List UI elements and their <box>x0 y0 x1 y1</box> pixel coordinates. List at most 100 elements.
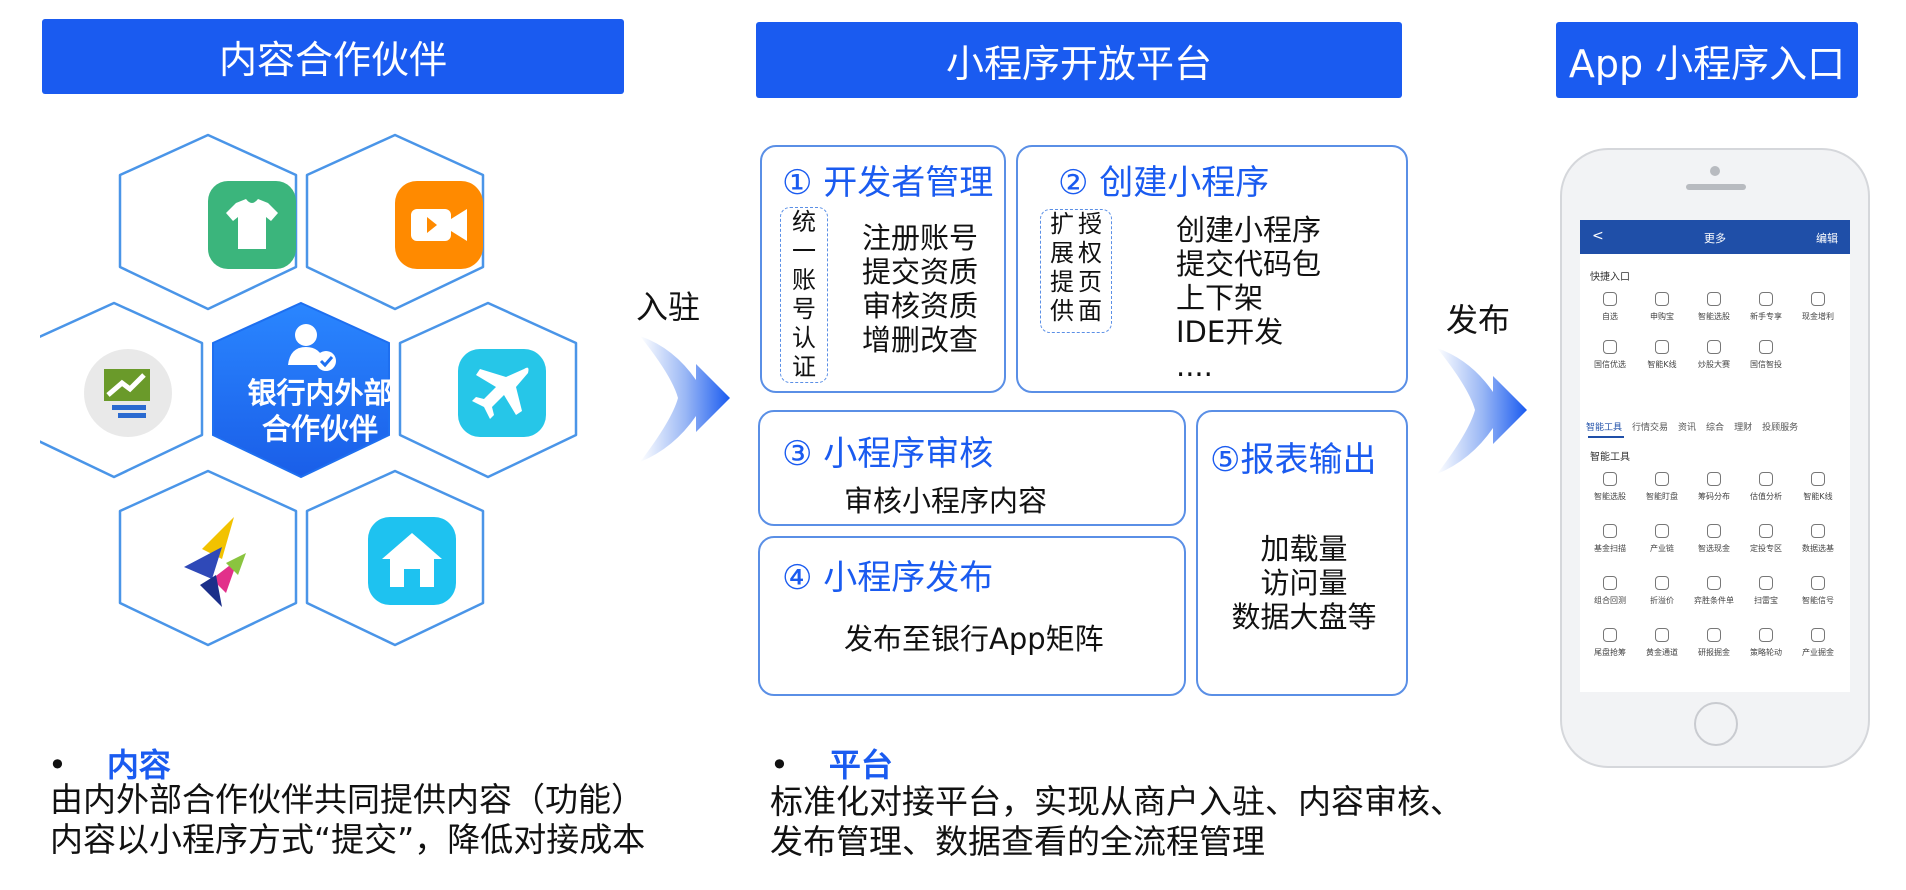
phone-tab[interactable]: 行情交易 <box>1632 423 1669 433</box>
bullet-dot: • <box>770 746 789 784</box>
tool-label: 智能K线 <box>1803 492 1833 501</box>
phone-grid-item[interactable]: 组合回测 <box>1584 576 1636 606</box>
phone-home-button[interactable] <box>1694 702 1738 746</box>
tool-icon <box>1811 576 1825 590</box>
module-create: ② 创建小程序 扩 展 提 供 授 权 页 面 创建小程序 提交代码包 上下架 … <box>1016 145 1408 393</box>
tool-label: 尾盘抢筹 <box>1594 648 1626 657</box>
phone-grid-row: 智能选股 智能盯盘筹码分布估值分析智能K线 <box>1584 472 1846 502</box>
vchar: 权 <box>1078 239 1102 267</box>
tool-label: 组合回测 <box>1594 596 1626 605</box>
phone-grid-item[interactable]: 智能选股 <box>1584 472 1636 502</box>
phone-grid-item[interactable]: 产业掘金 <box>1792 628 1844 658</box>
back-icon[interactable]: < <box>1592 228 1604 244</box>
tool-icon <box>1707 576 1721 590</box>
report-item: 访问量 <box>1260 566 1348 600</box>
tool-label: 申购宝 <box>1650 312 1674 321</box>
tool-icon <box>1811 524 1825 538</box>
bullet-dot: • <box>48 746 67 784</box>
tab-underline <box>1588 436 1624 438</box>
tool-label: 智能K线 <box>1647 360 1677 369</box>
tool-icon <box>1603 292 1617 306</box>
phone-grid-item[interactable]: 智能K线 <box>1636 340 1688 370</box>
vchar: 提 <box>1050 268 1074 296</box>
unified-auth-text: 统 一 账 号 认 证 <box>792 208 816 382</box>
phone-title: 更多 <box>1704 232 1726 245</box>
phone-mockup: < 更多 编辑 快捷入口 自选申购宝智能选股新手专享现金增利国信优选智能K线炒股… <box>1560 148 1870 768</box>
tool-icon <box>1759 628 1773 642</box>
phone-grid-item[interactable]: 智能选股 <box>1688 292 1740 322</box>
phone-grid-item[interactable]: 估值分析 <box>1740 472 1792 502</box>
phone-tab[interactable]: 综合 <box>1706 423 1725 433</box>
tool-label: 自选 <box>1602 312 1618 321</box>
phone-grid-item[interactable]: 扫雷宝 <box>1740 576 1792 606</box>
phone-grid-item[interactable]: 折溢价 <box>1636 576 1688 606</box>
chart-board-icon <box>84 349 172 437</box>
vchar: 账 <box>792 266 816 294</box>
tools-title: 智能工具 <box>1590 452 1630 463</box>
phone-grid-item[interactable]: 国信优选 <box>1584 340 1636 370</box>
phone-grid-item[interactable]: 弈胜条件单 <box>1688 576 1740 606</box>
phone-grid-item[interactable]: 智能K线 <box>1792 472 1844 502</box>
tool-icon <box>1655 524 1669 538</box>
phone-grid-item[interactable]: 基金扫描 <box>1584 524 1636 554</box>
vchar: 供 <box>1050 297 1074 325</box>
phone-grid-item[interactable]: 智选现金 <box>1688 524 1740 554</box>
phone-grid-item[interactable]: 产业链 <box>1636 524 1688 554</box>
module-create-title: ② 创建小程序 <box>1058 163 1270 203</box>
arrow-join-label: 入驻 <box>636 288 701 326</box>
phone-grid-item[interactable]: 策略轮动 <box>1740 628 1792 658</box>
tool-icon <box>1655 576 1669 590</box>
phone-tab[interactable]: 资讯 <box>1678 423 1697 433</box>
phone-grid-item[interactable]: 智能信号 <box>1792 576 1844 606</box>
module-review-text: 审核小程序内容 <box>844 484 1048 518</box>
phone-grid-item[interactable]: 研报掘金 <box>1688 628 1740 658</box>
report-item: 加载量 <box>1260 532 1348 566</box>
tool-icon <box>1655 292 1669 306</box>
vchar: 面 <box>1078 297 1102 325</box>
phone-tab[interactable]: 智能工具 <box>1586 423 1623 433</box>
phone-grid-item[interactable]: 新手专享 <box>1740 292 1792 322</box>
tool-icon <box>1707 340 1721 354</box>
tool-icon <box>1759 340 1773 354</box>
phone-grid-item[interactable]: 国信智投 <box>1740 340 1792 370</box>
platform-paragraph: 标准化对接平台，实现从商户入驻、内容审核、 发布管理、数据查看的全流程管理 <box>770 782 1463 862</box>
module-report-title: ⑤报表输出 <box>1210 440 1377 480</box>
header-app-entry: App 小程序入口 <box>1556 22 1858 98</box>
airplane-icon <box>458 349 546 437</box>
phone-camera <box>1710 166 1720 176</box>
developer-item: 审核资质 <box>862 289 979 323</box>
phone-grid-item[interactable]: 申购宝 <box>1636 292 1688 322</box>
edit-button[interactable]: 编辑 <box>1816 232 1838 245</box>
arrow-publish-label: 发布 <box>1446 301 1511 339</box>
tool-label: 新手专享 <box>1750 312 1782 321</box>
content-line: 内容以小程序方式“提交”，降低对接成本 <box>50 820 646 859</box>
content-paragraph: 由内外部合作伙伴共同提供内容（功能） 内容以小程序方式“提交”，降低对接成本 <box>50 780 645 860</box>
phone-tab[interactable]: 理财 <box>1734 423 1753 433</box>
vchar: 一 <box>792 237 816 265</box>
module-developer-title: ① 开发者管理 <box>782 163 994 203</box>
tool-label: 现金增利 <box>1802 312 1834 321</box>
module-report: ⑤报表输出 加载量 访问量 数据大盘等 <box>1196 410 1408 696</box>
phone-tab[interactable]: 投顾服务 <box>1762 423 1799 433</box>
tool-label: 数据选基 <box>1802 544 1834 553</box>
auth-col-1: 扩 展 提 供 <box>1050 210 1074 332</box>
tool-label: 智能信号 <box>1802 596 1834 605</box>
tool-label: 智能选股 <box>1594 492 1626 501</box>
phone-grid-item[interactable]: 黄金通道 <box>1636 628 1688 658</box>
phone-grid-item[interactable]: 炒股大赛 <box>1688 340 1740 370</box>
platform-heading: 平台 <box>828 746 893 784</box>
report-items: 加载量 访问量 数据大盘等 <box>1198 532 1410 634</box>
module-release-title: ④ 小程序发布 <box>782 558 994 598</box>
tool-label: 策略轮动 <box>1750 648 1782 657</box>
phone-grid-item[interactable]: 自选 <box>1584 292 1636 322</box>
tool-label: 国信智投 <box>1750 360 1782 369</box>
phone-grid-item[interactable]: 智能盯盘 <box>1636 472 1688 502</box>
developer-item: 增删改查 <box>862 323 979 357</box>
phone-grid-item[interactable]: 定投专区 <box>1740 524 1792 554</box>
phone-grid-item[interactable]: 筹码分布 <box>1688 472 1740 502</box>
phone-grid-item[interactable]: 尾盘抢筹 <box>1584 628 1636 658</box>
phone-grid-item[interactable]: 现金增利 <box>1792 292 1844 322</box>
tool-icon <box>1707 628 1721 642</box>
module-review: ③ 小程序审核 审核小程序内容 <box>758 410 1186 526</box>
phone-grid-item[interactable]: 数据选基 <box>1792 524 1844 554</box>
